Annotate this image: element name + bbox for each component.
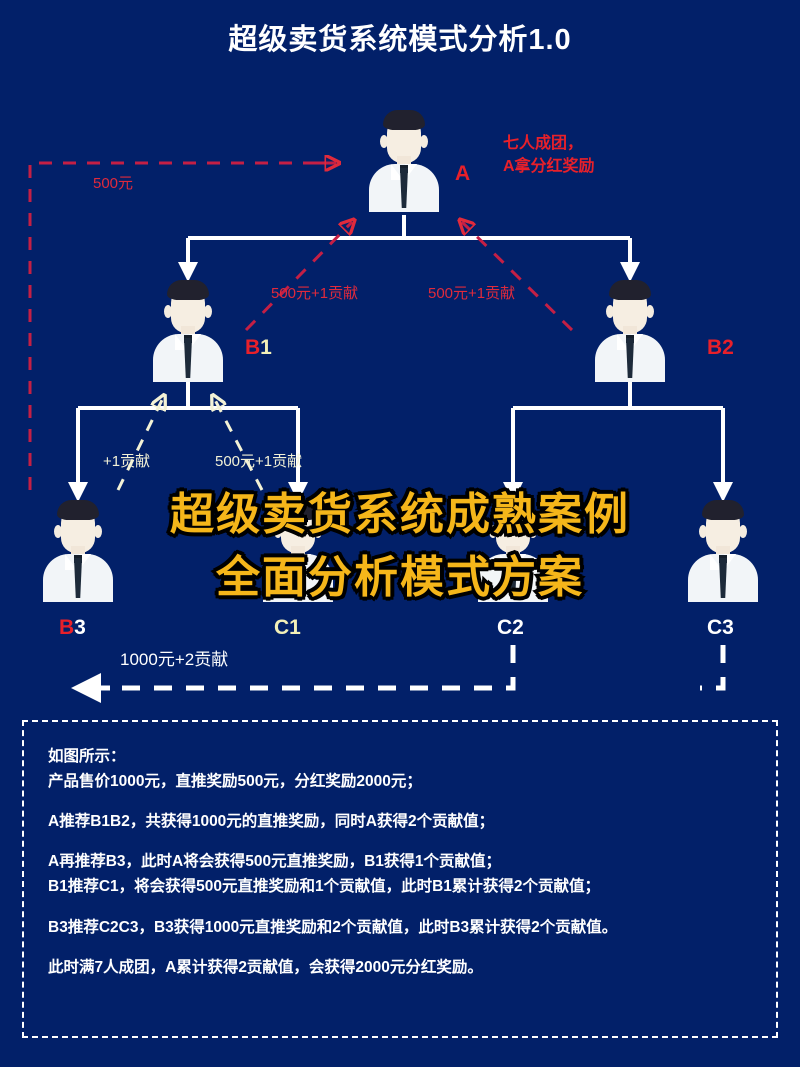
avatar-ear-right [204, 305, 212, 318]
node-label-a: A [455, 162, 471, 185]
avatar-ear-right [529, 525, 537, 538]
explanation-box: 如图所示： 产品售价1000元，直推奖励500元，分红奖励2000元； A推荐B… [22, 720, 778, 1038]
avatar-ear-left [606, 305, 614, 318]
avatar-ear-right [314, 525, 322, 538]
info-line: A再推荐B3，此时A将会获得500元直推奖励，B1获得1个贡献值； [48, 853, 501, 871]
node-label-b3-prefix: B [59, 616, 75, 639]
tree-edges-a-to-b [178, 215, 640, 282]
avatar-ear-right [739, 525, 747, 538]
info-spacer [48, 834, 754, 849]
node-label-c2: C2 [497, 616, 524, 639]
avatar-hair [702, 500, 744, 520]
avatar-tie [509, 558, 517, 598]
explanation-box-inner: 如图所示： 产品售价1000元，直推奖励500元，分红奖励2000元； A推荐B… [24, 722, 776, 980]
red-dashed-b2-to-a [462, 222, 574, 332]
avatar-tie [184, 338, 192, 378]
avatar-ear-left [489, 525, 497, 538]
edge-label-b1-to-a: 500元+1贡献 [271, 285, 359, 302]
avatar-collar-right [514, 554, 526, 570]
avatar-a [361, 108, 447, 212]
avatar-c3 [680, 498, 766, 602]
edge-label-b3-to-b1: +1贡献 [103, 453, 151, 470]
node-label-b1-suffix: 1 [260, 336, 272, 359]
node-label-c1: C1 [274, 616, 301, 639]
node-label-b3: B3 [59, 616, 86, 640]
info-line: B1推荐C1，将会获得500元直推奖励和1个贡献值，此时B1累计获得2个贡献值； [48, 878, 601, 896]
avatar-tie [74, 558, 82, 598]
avatar-collar-right [724, 554, 736, 570]
node-label-c3: C3 [707, 616, 734, 639]
avatar-hair [492, 500, 534, 520]
avatar-tie [626, 338, 634, 378]
callout-a-reward: 七人成团， A拿分红奖励 [503, 132, 595, 178]
avatar-ear-right [646, 305, 654, 318]
info-spacer [48, 794, 754, 809]
avatar-hair [383, 110, 425, 130]
node-label-b2: B2 [707, 336, 734, 359]
avatar-collar-right [189, 334, 201, 350]
avatar-ear-right [94, 525, 102, 538]
edge-label-c1-to-b1: 500元+1贡献 [215, 453, 303, 470]
info-line: A推荐B1B2，共获得1000元的直推奖励，同时A获得2个贡献值； [48, 813, 495, 831]
banner-line-2: 全面分析模式方案 [213, 550, 585, 605]
page-title: 超级卖货系统模式分析1.0 [228, 24, 572, 56]
edge-label-c-to-b3: 1000元+2贡献 [120, 650, 229, 669]
avatar-c1 [255, 498, 341, 602]
avatar-ear-left [274, 525, 282, 538]
avatar-ear-left [54, 525, 62, 538]
avatar-collar-right [79, 554, 91, 570]
avatar-tie [400, 168, 408, 208]
avatar-hair [277, 500, 319, 520]
avatar-b2 [587, 278, 673, 382]
cream-dashed-b3-to-b1 [116, 398, 163, 491]
info-line: 产品售价1000元，直推奖励500元，分红奖励2000元； [48, 773, 422, 791]
node-label-b1-prefix: B [245, 336, 261, 359]
info-line: B3推荐C2C3，B3获得1000元直推奖励和2个贡献值，此时B3累计获得2个贡… [48, 918, 618, 936]
tree-edges-b1-to-c [68, 382, 308, 502]
avatar-ear-left [164, 305, 172, 318]
cream-dashed-c1-to-b1 [214, 398, 264, 491]
avatar-ear-right [420, 135, 428, 148]
avatar-b1 [145, 278, 231, 382]
avatar-collar-right [405, 164, 417, 180]
avatar-ear-left [380, 135, 388, 148]
info-line: 如图所示： [48, 748, 126, 765]
tree-edges-b2-to-c [503, 382, 733, 502]
callout-line-1: 七人成团， [503, 135, 584, 152]
avatar-hair [167, 280, 209, 300]
avatar-collar-right [631, 334, 643, 350]
info-line: 此时满7人成团，A累计获得2贡献值，会获得2000元分红奖励。 [48, 958, 483, 976]
node-label-b3-suffix: 3 [74, 616, 86, 639]
avatar-hair [57, 500, 99, 520]
banner-line-1: 超级卖货系统成熟案例 [167, 487, 631, 542]
avatar-ear-left [699, 525, 707, 538]
avatar-b3 [35, 498, 121, 602]
node-label-b1: B1 [245, 336, 272, 360]
edge-label-a-left: 500元 [93, 175, 134, 192]
info-spacer [48, 940, 754, 955]
avatar-tie [719, 558, 727, 598]
callout-line-2: A拿分红奖励 [503, 158, 595, 176]
info-spacer [48, 900, 754, 915]
avatar-tie [294, 558, 302, 598]
edge-label-b2-to-a: 500元+1贡献 [428, 285, 516, 302]
avatar-hair [609, 280, 651, 300]
avatar-collar-right [299, 554, 311, 570]
avatar-c2 [470, 498, 556, 602]
red-dashed-b1-to-a [244, 222, 352, 332]
